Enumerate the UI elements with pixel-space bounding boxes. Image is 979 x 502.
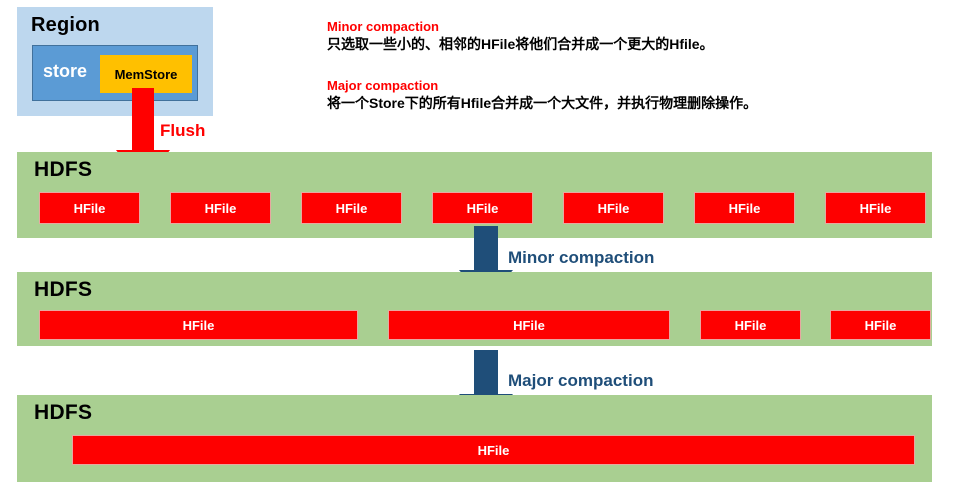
store-box: store MemStore bbox=[32, 45, 198, 101]
annotation-minor-title: Minor compaction bbox=[327, 19, 439, 34]
hdfs-band-1: HDFS HFile HFile HFile HFile HFile HFile… bbox=[17, 152, 932, 238]
hfile-box: HFile bbox=[830, 310, 931, 340]
hdfs-title-3: HDFS bbox=[34, 401, 93, 424]
store-label: store bbox=[43, 61, 88, 81]
annotation-major-title: Major compaction bbox=[327, 78, 439, 93]
memstore-box: MemStore bbox=[100, 55, 192, 93]
region-box: Region store MemStore bbox=[17, 7, 213, 116]
hfile-box: HFile bbox=[170, 192, 271, 224]
hfile-box: HFile bbox=[694, 192, 795, 224]
region-title: Region bbox=[31, 14, 100, 36]
hfile-box: HFile bbox=[39, 192, 140, 224]
hfile-box: HFile bbox=[825, 192, 926, 224]
hfile-box: HFile bbox=[39, 310, 358, 340]
flush-arrow-label: Flush bbox=[160, 121, 206, 140]
hfile-box: HFile bbox=[700, 310, 801, 340]
hfile-box: HFile bbox=[388, 310, 670, 340]
hfile-box: HFile bbox=[301, 192, 402, 224]
annotation-major-body: 将一个Store下的所有Hfile合并成一个大文件，并执行物理删除操作。 bbox=[327, 95, 758, 111]
hdfs-band-3: HDFS HFile bbox=[17, 395, 932, 482]
annotation-minor-body: 只选取一些小的、相邻的HFile将他们合并成一个更大的Hfile。 bbox=[327, 36, 714, 52]
minor-compaction-label: Minor compaction bbox=[508, 248, 655, 267]
annotation-major: Major compaction 将一个Store下的所有Hfile合并成一个大… bbox=[327, 77, 757, 113]
hdfs-title-2: HDFS bbox=[34, 278, 93, 301]
hfile-box: HFile bbox=[432, 192, 533, 224]
hdfs-band-2: HDFS HFile HFile HFile HFile bbox=[17, 272, 932, 346]
annotation-minor: Minor compaction 只选取一些小的、相邻的HFile将他们合并成一… bbox=[327, 18, 714, 54]
major-compaction-label: Major compaction bbox=[508, 371, 654, 390]
hfile-box: HFile bbox=[563, 192, 664, 224]
hdfs-title-1: HDFS bbox=[34, 158, 93, 181]
hfile-box: HFile bbox=[72, 435, 915, 465]
